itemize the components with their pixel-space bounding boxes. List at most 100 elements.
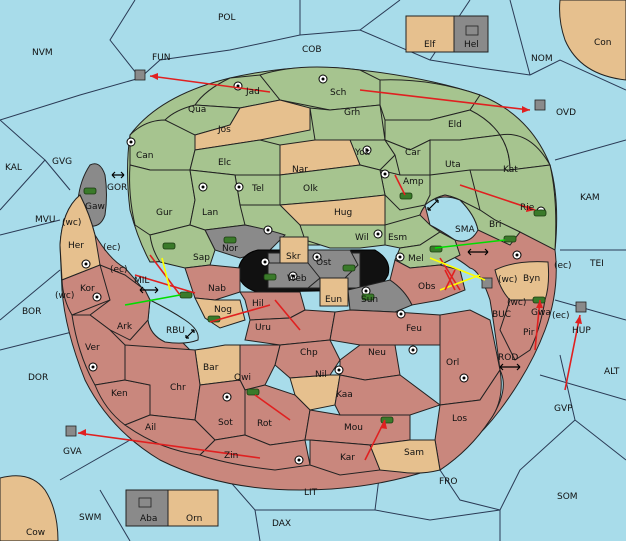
coast-label: (wc) [55,291,74,301]
coast-label: (ec) [554,261,572,271]
army-unit[interactable] [83,187,97,195]
province-her[interactable] [59,194,101,281]
sea-rbu[interactable] [147,299,199,344]
label-qwi: Qwi [234,373,251,383]
province-ail[interactable] [123,414,216,456]
label-gva: GVA [63,447,83,457]
province-pir[interactable] [499,299,546,361]
label-olk: Olk [303,184,319,194]
province-con[interactable] [559,0,626,81]
fleet-unit[interactable] [575,301,587,313]
label-fro: FRO [439,477,458,487]
army-unit[interactable] [399,192,413,200]
province-sam[interactable] [369,439,441,474]
province-elf[interactable] [405,15,455,53]
label-nar: Nar [292,165,308,175]
label-wil: Wil [355,233,369,243]
province-feu[interactable] [329,309,441,346]
label-kal: KAL [5,163,22,173]
army-unit[interactable] [380,416,394,424]
label-sma: SMA [455,225,475,235]
label-som: SOM [557,492,578,502]
label-tei: TEI [589,259,604,269]
label-dax: DAX [272,519,291,529]
fleet-unit[interactable] [65,425,77,437]
province-bri[interactable] [459,199,521,246]
province-orn[interactable] [167,489,219,527]
province-ark[interactable] [89,264,151,341]
province-chp[interactable] [274,339,341,379]
province-kar[interactable] [309,439,381,476]
label-uru: Uru [255,323,271,333]
label-yok: Yok [354,148,371,158]
province-byn[interactable] [494,261,550,301]
label-lit: LIT [304,488,318,498]
supply-centers [81,74,546,465]
label-gor: GOR [107,183,127,193]
army-unit[interactable] [162,242,176,250]
label-sot: Sot [218,418,233,428]
fleet-unit[interactable] [481,277,493,289]
coast-label: (ec) [110,265,128,275]
province-nog[interactable] [194,297,246,329]
label-tel: Tel [251,184,264,194]
army-unit[interactable] [533,209,547,217]
label-eld: Eld [448,120,462,130]
label-ovd: OVD [556,108,576,118]
province-sap[interactable] [149,224,216,269]
province-aba[interactable] [125,489,169,527]
label-neu: Neu [368,348,386,358]
label-zin: Zin [224,451,238,461]
label-web: Web [287,274,307,284]
province-ver[interactable] [71,314,126,386]
province-zin[interactable] [199,434,311,471]
label-gur: Gur [156,208,173,218]
label-swm: SWM [79,513,101,523]
label-gvg: GVG [52,157,72,167]
army-unit[interactable] [361,293,375,301]
fleet-unit[interactable] [465,25,479,36]
label-eun: Eun [325,295,342,305]
label-bri: Bri [489,220,501,230]
label-rot: Rot [257,419,272,429]
units [65,25,587,508]
army-unit[interactable] [246,388,260,396]
north-provinces [129,66,557,269]
army-unit[interactable] [223,236,237,244]
label-hup: HUP [572,326,591,336]
label-esm: Esm [388,233,407,243]
province-gur[interactable] [129,164,196,236]
label-chp: Chp [300,348,318,358]
army-unit[interactable] [342,264,356,272]
label-mel: Mel [408,254,424,264]
army-unit[interactable] [263,273,277,281]
label-ver: Ver [85,343,100,353]
label-elf: Elf [424,40,436,50]
label-fun: FUN [152,53,171,63]
label-bor: BOR [22,307,41,317]
fleet-unit[interactable] [138,497,152,508]
label-mou: Mou [344,423,363,433]
label-buc: BUC [492,310,511,320]
fleet-unit[interactable] [534,99,546,111]
army-unit[interactable] [503,235,517,243]
army-unit[interactable] [179,291,193,299]
province-cow[interactable] [0,475,59,541]
label-rbu: RBU [166,326,185,336]
label-hug: Hug [334,208,352,218]
label-rod: ROD [498,353,518,363]
label-sch: Sch [330,88,346,98]
label-con: Con [594,38,612,48]
connection-markers [111,171,521,371]
fleet-unit[interactable] [134,69,146,81]
province-los[interactable] [434,368,502,471]
coast-labels: (wc) (ec) (ec) (wc) (ec) (wc) (wc) (ec) [55,218,572,321]
province-uta[interactable] [429,134,511,176]
label-sap: Sap [193,253,210,263]
label-qua: Qua [188,105,206,115]
province-kaa[interactable] [334,374,442,416]
label-nvm: NVM [32,48,53,58]
label-nom: NOM [531,54,553,64]
